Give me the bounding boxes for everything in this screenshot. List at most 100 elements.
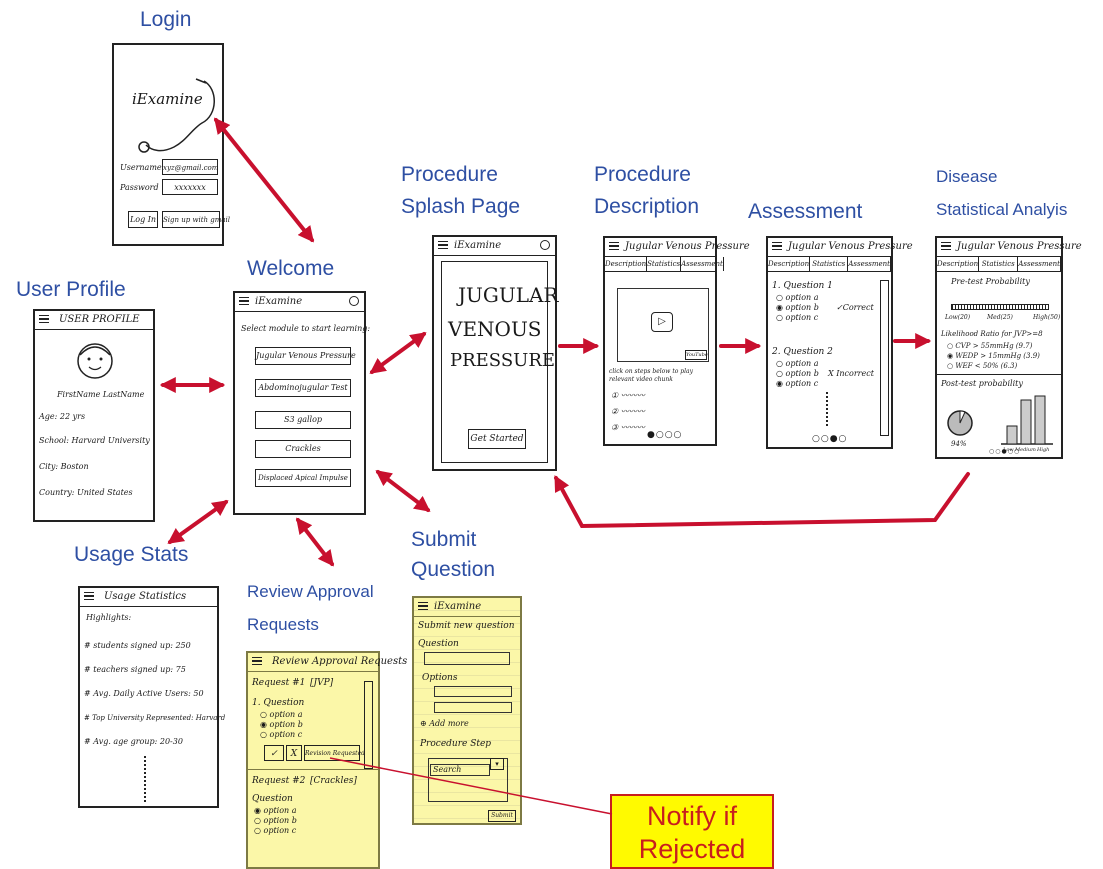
reject-button[interactable]: X [286, 745, 302, 761]
tab-description[interactable]: Description [768, 257, 811, 271]
procedure-title: Jugular Venous Pressure [788, 241, 913, 252]
request-2-option-a[interactable]: ◉ option a [254, 806, 297, 815]
module-button-4[interactable]: Displaced Apical Impulse [255, 469, 351, 487]
option-input-2[interactable] [434, 702, 512, 713]
pretest-level-low: Low(20) [945, 314, 971, 321]
label-submit-question: Submit Question [411, 527, 495, 583]
q1-option-c[interactable]: ○ option c [776, 313, 819, 322]
procedure-step-box [428, 758, 508, 802]
option-label: option a [785, 359, 819, 368]
menu-icon[interactable] [39, 315, 49, 323]
review-title: Review Approval Requests [272, 656, 408, 667]
bar-label-medium: Medium [1015, 447, 1036, 453]
request-1-option-c[interactable]: ○ option c [260, 730, 303, 739]
submit-heading: Submit new question [418, 621, 515, 631]
label-assessment: Assessment [748, 200, 863, 223]
q2-option-c[interactable]: ◉ option c [776, 379, 819, 388]
option-label: option b [269, 720, 303, 729]
module-button-1[interactable]: Abdominojugular Test [255, 379, 351, 397]
pretest-slider[interactable] [951, 304, 1049, 310]
menu-icon[interactable] [941, 242, 951, 250]
arrow-welcome-review [296, 517, 334, 567]
menu-icon[interactable] [772, 242, 782, 250]
splash-title-line-0: JUGULAR [458, 283, 559, 307]
module-button-0[interactable]: Jugular Venous Pressure [255, 347, 356, 365]
request-1-question: 1. Question [252, 698, 305, 708]
q2-option-b[interactable]: ○ option b [776, 369, 819, 378]
label-usage-stats: Usage Stats [74, 543, 189, 566]
tab-description[interactable]: Description [937, 257, 980, 271]
submit-button[interactable]: Submit [488, 810, 516, 822]
search-input[interactable]: Search [430, 764, 490, 776]
option-input-1[interactable] [434, 686, 512, 697]
desc-header: Jugular Venous Pressure [605, 238, 750, 257]
menu-icon[interactable] [418, 602, 428, 610]
request-2: Request #2 [252, 776, 306, 786]
splash-header: iExamine [434, 237, 555, 256]
revision-requested-button[interactable]: Revision Requested [304, 745, 365, 761]
video-player[interactable] [617, 288, 709, 362]
page-indicator: ●○○○ [647, 430, 683, 440]
assess-scrollbar[interactable] [880, 280, 889, 436]
q1-option-b[interactable]: ◉ option b [776, 303, 819, 312]
q2-option-a[interactable]: ○ option a [776, 359, 819, 368]
tab-assessment[interactable]: Assessment [848, 257, 891, 271]
play-icon[interactable]: ▷ [651, 312, 673, 332]
disease-stats-screen: Jugular Venous Pressure Description Stat… [935, 236, 1082, 459]
lr-label: CVP > 55mmHg (9.7) [955, 342, 1033, 350]
user-icon[interactable] [540, 240, 550, 250]
request-1: Request #1 [252, 678, 306, 688]
module-button-3[interactable]: Crackles [255, 440, 351, 458]
label-review-line1: Review Approval [247, 582, 374, 601]
get-started-button[interactable]: Get Started [468, 429, 526, 449]
lr-item-2[interactable]: ○ WEF < 50% (6.3) [947, 362, 1018, 370]
profile-school: School: Harvard University [39, 436, 150, 445]
tab-assessment[interactable]: Assessment [681, 257, 724, 271]
youtube-badge: YouTube [685, 350, 708, 360]
lr-item-1[interactable]: ◉ WEDP > 15mmHg (3.9) [947, 352, 1040, 360]
usage-highlights: Highlights: [86, 613, 132, 622]
login-button[interactable]: Log In [128, 211, 158, 228]
menu-icon[interactable] [438, 241, 448, 249]
step-2[interactable]: ② 〰〰〰 [611, 407, 645, 416]
lr-item-0[interactable]: ○ CVP > 55mmHg (9.7) [947, 342, 1033, 350]
question-input[interactable] [424, 652, 510, 665]
request-2-option-b[interactable]: ○ option b [254, 816, 297, 825]
splash-title-line-1: VENOUS [448, 317, 542, 341]
question-1: 1. Question 1 [772, 281, 833, 291]
options-label: Options [422, 673, 458, 683]
procedure-title: Jugular Venous Pressure [625, 241, 750, 252]
splash-title-line-2: PRESSURE [450, 350, 556, 371]
tab-statistics[interactable]: Statistics [810, 257, 849, 271]
usage-line-3: # Top University Represented: Harvard [84, 714, 226, 722]
usage-stats-screen: Usage Statistics Highlights: # students … [78, 586, 225, 808]
search-dropdown[interactable]: ▾ [490, 758, 504, 770]
menu-icon[interactable] [84, 592, 94, 600]
submit-question-screen: iExamine Submit new question Question Op… [412, 596, 522, 825]
tab-assessment[interactable]: Assessment [1018, 257, 1061, 271]
add-more-button[interactable]: ⊕ Add more [420, 719, 469, 728]
more-dots [826, 392, 830, 426]
tab-statistics[interactable]: Statistics [979, 257, 1019, 271]
approve-button[interactable]: ✓ [264, 745, 284, 761]
request-1-tag: [JVP] [310, 678, 334, 688]
q1-option-a[interactable]: ○ option a [776, 293, 819, 302]
user-icon[interactable] [349, 296, 359, 306]
request-2-option-c[interactable]: ○ option c [254, 826, 297, 835]
bar-label-high: High [1037, 447, 1050, 453]
menu-icon[interactable] [609, 242, 619, 250]
review-scrollbar[interactable] [364, 681, 373, 769]
module-button-2[interactable]: S3 gallop [255, 411, 351, 429]
tab-description[interactable]: Description [605, 257, 648, 271]
profile-name: FirstName LastName [57, 390, 145, 399]
step-1[interactable]: ① 〰〰〰 [611, 391, 645, 400]
request-1-option-b[interactable]: ◉ option b [260, 720, 303, 729]
menu-icon[interactable] [252, 657, 262, 665]
arrow-welcome-submit [375, 470, 431, 512]
tab-statistics[interactable]: Statistics [647, 257, 682, 271]
menu-icon[interactable] [239, 297, 249, 305]
profile-age: Age: 22 yrs [39, 412, 86, 421]
notify-line1: Notify if [646, 801, 738, 831]
step-3[interactable]: ③ 〰〰〰 [611, 423, 645, 432]
request-1-option-a[interactable]: ○ option a [260, 710, 303, 719]
